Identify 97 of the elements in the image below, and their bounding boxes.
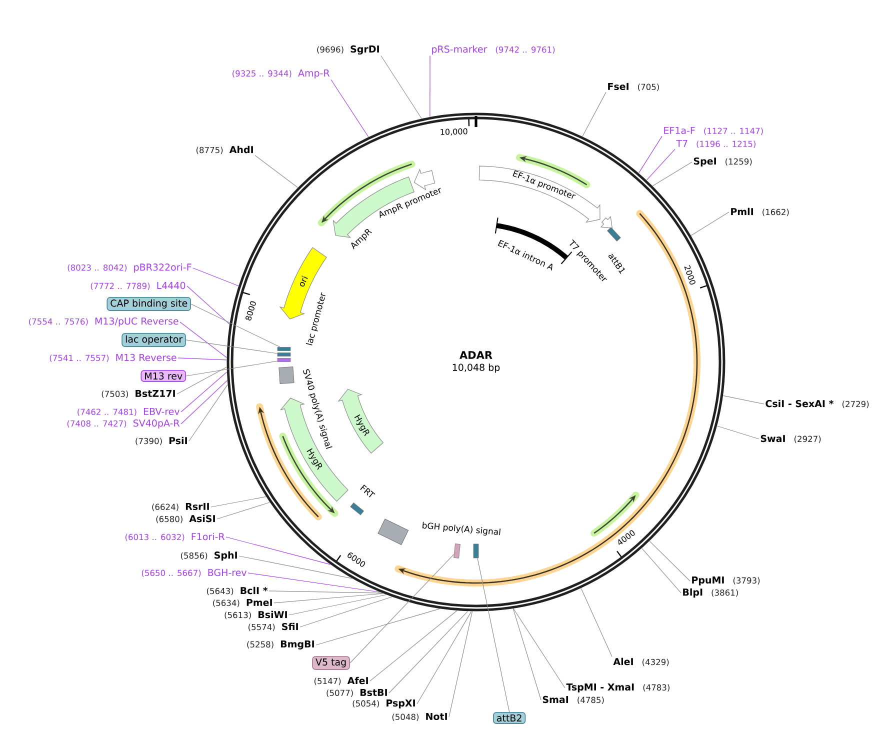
feature-mark bbox=[277, 352, 291, 356]
leader-line bbox=[350, 554, 454, 664]
leader-line bbox=[180, 372, 228, 412]
leader-line bbox=[513, 608, 566, 688]
leader-line bbox=[716, 426, 760, 440]
leader-line bbox=[288, 594, 386, 616]
leader-line bbox=[180, 322, 227, 358]
primer-label: (6013 .. 6032) F1ori-R bbox=[125, 532, 225, 542]
primer-label: (5650 .. 5667) BGH-rev bbox=[142, 568, 247, 578]
leader-line bbox=[370, 610, 458, 682]
leader-line bbox=[477, 558, 510, 712]
site-label: PmlI (1662) bbox=[731, 208, 789, 216]
leader-line bbox=[380, 55, 422, 119]
site-label: (5574) SfiI bbox=[248, 622, 298, 632]
tick-label: 10,000 bbox=[440, 128, 468, 136]
leader-line bbox=[638, 136, 662, 174]
site-label: SmaI (4785) bbox=[542, 696, 604, 704]
leader-line bbox=[582, 92, 606, 137]
primer-label: (7541 .. 7557) M13 Reverse bbox=[50, 354, 176, 362]
leader-line bbox=[646, 148, 676, 180]
feature-mark bbox=[277, 358, 291, 362]
primer-label: (7554 .. 7576) M13/pUC Reverse bbox=[29, 317, 178, 326]
leader-line bbox=[652, 162, 692, 186]
site-label: FseI (705) bbox=[608, 82, 659, 91]
leader-line bbox=[180, 380, 228, 424]
primer-label: T7 (1196 .. 1215) bbox=[676, 140, 756, 148]
primer-label: (7772 .. 7789) L4440 bbox=[90, 282, 186, 290]
site-label: (7503) BstZ17I bbox=[102, 390, 175, 398]
leader-line bbox=[210, 496, 266, 508]
leader-line bbox=[649, 540, 690, 582]
leader-line bbox=[186, 286, 230, 324]
leader-line bbox=[512, 608, 542, 700]
primer-label: (7462 .. 7481) EBV-rev bbox=[78, 408, 180, 416]
leader-line bbox=[580, 588, 612, 657]
leader-line bbox=[216, 502, 270, 520]
site-label: (5258) BmgBI bbox=[247, 640, 314, 650]
leader-line bbox=[186, 340, 278, 354]
site-label: (5643) BclI * bbox=[206, 586, 268, 596]
leader-line bbox=[238, 556, 352, 579]
site-label: (5077) BstBI bbox=[326, 688, 387, 697]
leader-line bbox=[642, 548, 682, 594]
site-label: (5048) NotI bbox=[392, 712, 447, 721]
leader-line bbox=[316, 608, 440, 646]
site-label: (6580) AsiSI bbox=[156, 514, 215, 524]
leader-line bbox=[254, 155, 298, 188]
site-label: SwaI (2927) bbox=[760, 434, 821, 444]
feature-mark bbox=[454, 544, 460, 558]
leader-line bbox=[188, 384, 228, 442]
site-label: (6624) RsrII bbox=[152, 502, 209, 511]
leader-line bbox=[268, 590, 382, 594]
feature-tag: attB2 bbox=[493, 712, 526, 724]
site-label: TspMI - XmaI (4783) bbox=[566, 684, 670, 692]
leader-line bbox=[190, 304, 280, 348]
leader-line bbox=[274, 593, 384, 604]
feature-tag: CAP binding site bbox=[106, 297, 192, 311]
site-label: AleI (4329) bbox=[613, 658, 669, 666]
feature-box: FRT bbox=[350, 484, 376, 516]
primer-label: (9325 .. 9344) Amp-R bbox=[232, 70, 330, 78]
leader-line bbox=[388, 611, 468, 694]
primer-label: (8023 .. 8042) pBR322ori-F bbox=[68, 263, 192, 273]
leader-line bbox=[300, 596, 392, 628]
site-label: (8775) AhdI bbox=[196, 146, 253, 154]
primer-label: (7408 .. 7427) SV40pA-R bbox=[67, 419, 180, 428]
site-label: CsiI - SexAI * (2729) bbox=[766, 400, 869, 408]
site-label: (5147) AfeI bbox=[314, 676, 368, 686]
leader-line bbox=[722, 395, 764, 404]
leader-line bbox=[178, 358, 227, 360]
site-label: BlpI (3861) bbox=[683, 588, 738, 598]
feature-mark bbox=[473, 544, 479, 558]
site-label: (5054) PspXI bbox=[352, 700, 415, 708]
leader-line bbox=[186, 360, 278, 376]
leader-line bbox=[192, 268, 239, 286]
site-label: (5613) BsiWI bbox=[224, 610, 287, 620]
site-label: (5856) SphI bbox=[180, 551, 237, 561]
leader-line bbox=[248, 572, 380, 592]
tick-label: 8000 bbox=[246, 301, 256, 320]
primer-label: pRS-marker (9742 .. 9761) bbox=[432, 45, 555, 55]
leader-line bbox=[690, 212, 730, 236]
leader-line bbox=[448, 611, 473, 718]
feature-mark bbox=[277, 347, 291, 351]
feature-tag: V5 tag bbox=[312, 656, 350, 670]
site-label: (9696) SgrDI bbox=[317, 45, 379, 55]
site-label: (5634) PmeI bbox=[213, 598, 272, 607]
leader-line bbox=[226, 536, 331, 565]
leader-line bbox=[176, 366, 227, 394]
feature-tag: M13 rev bbox=[140, 370, 186, 382]
site-label: PpuMI (3793) bbox=[692, 576, 760, 586]
site-label: (7390) PsiI bbox=[136, 436, 187, 446]
tick-label: 2000 bbox=[684, 265, 696, 285]
node-label: FRT bbox=[360, 484, 376, 498]
feature-box: bGH poly(A) signal bbox=[378, 518, 500, 545]
node-label: bGH poly(A) signal bbox=[422, 522, 500, 536]
feature-tag: lac operator bbox=[122, 333, 186, 347]
leader-line bbox=[416, 611, 472, 704]
primer-label: EF1a-F (1127 .. 1147) bbox=[664, 126, 763, 135]
leader-line bbox=[330, 79, 369, 138]
site-label: SpeI (1259) bbox=[694, 157, 752, 166]
